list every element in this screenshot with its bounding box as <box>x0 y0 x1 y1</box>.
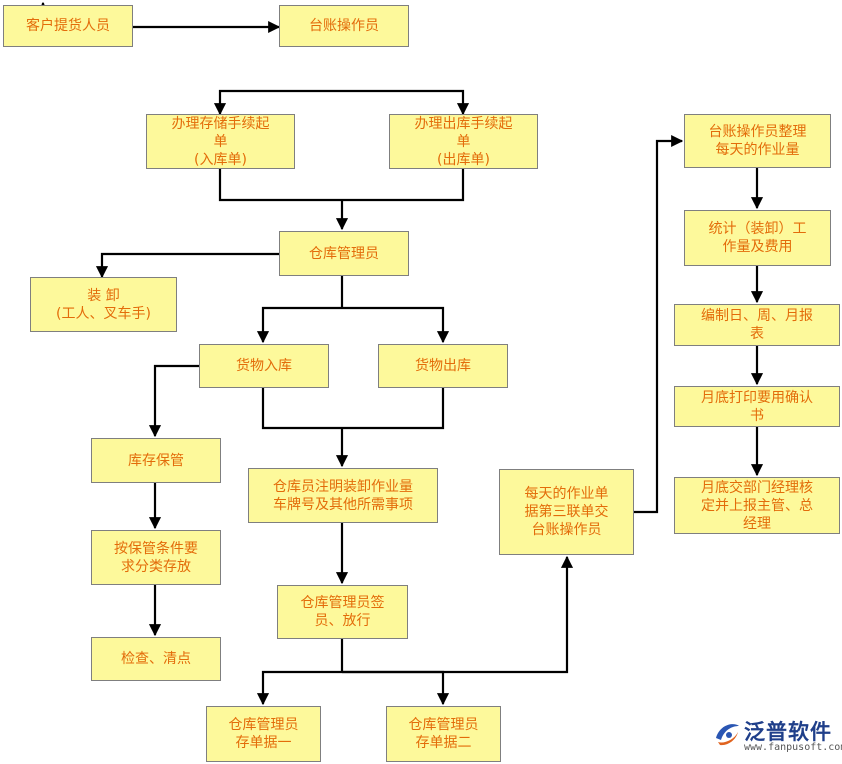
node-warehouse-manager: 仓库管理员 <box>279 231 409 276</box>
node-manager-sign: 仓库管理员签 员、放行 <box>277 585 408 639</box>
brand-url: www.fanpusoft.com <box>744 742 842 753</box>
edge-bracket-to-storage-order <box>213 89 342 116</box>
node-goods-in: 货物入库 <box>199 344 329 388</box>
node-stub-one: 仓库管理员 存单据一 <box>206 706 321 762</box>
edge-to-goods-in <box>256 306 342 344</box>
edge-to-stub-one <box>256 670 342 706</box>
node-compile-reports: 编制日、周、月报 表 <box>674 304 840 346</box>
node-inspect-count: 检查、清点 <box>91 637 221 681</box>
node-inventory-keeping: 库存保管 <box>91 438 221 483</box>
node-monthly-submit: 月底交部门经理核 定并上报主管、总 经理 <box>674 477 840 534</box>
edge-goods-in-to-keeping <box>148 364 199 438</box>
node-classified-storage: 按保管条件要 求分类存放 <box>91 530 221 585</box>
edge-to-goods-out <box>342 306 450 344</box>
edge-orders-to-manager <box>218 169 465 229</box>
node-operator-daily: 台账操作员整理 每天的作业量 <box>684 114 831 168</box>
node-outbound-order: 办理出库手续起 单 (出库单) <box>389 114 538 169</box>
brand-mark-icon <box>716 724 739 746</box>
node-stats-cost: 统计（装卸）工 作量及费用 <box>684 210 831 266</box>
brand-logo: 泛普软件 www.fanpusoft.com <box>712 716 842 756</box>
node-loading: 装 卸 (工人、叉车手) <box>30 277 177 332</box>
node-daily-third-copy: 每天的作业单 据第三联单交 台账操作员 <box>499 469 634 555</box>
node-stub-two: 仓库管理员 存单据二 <box>386 706 501 762</box>
edge-daily-to-operator <box>634 134 684 514</box>
edge-manager-to-loading <box>95 252 279 279</box>
brand-name: 泛普软件 <box>744 720 832 744</box>
node-ledger-operator-top: 台账操作员 <box>279 5 409 47</box>
node-monthly-print: 月底打印要用确认 书 <box>674 386 840 427</box>
node-customer: 客户提货人员 <box>3 5 133 47</box>
edge-bracket-to-outbound-order <box>342 89 470 116</box>
node-storage-order: 办理存储手续起 单 (入库单) <box>146 114 295 169</box>
edge-to-daily-third-copy <box>342 555 574 674</box>
node-note-workload: 仓库员注明装卸作业量 车牌号及其他所需事项 <box>248 468 438 523</box>
node-goods-out: 货物出库 <box>378 344 508 388</box>
edge-to-stub-two <box>342 670 450 706</box>
edge-goods-merge <box>261 388 445 466</box>
